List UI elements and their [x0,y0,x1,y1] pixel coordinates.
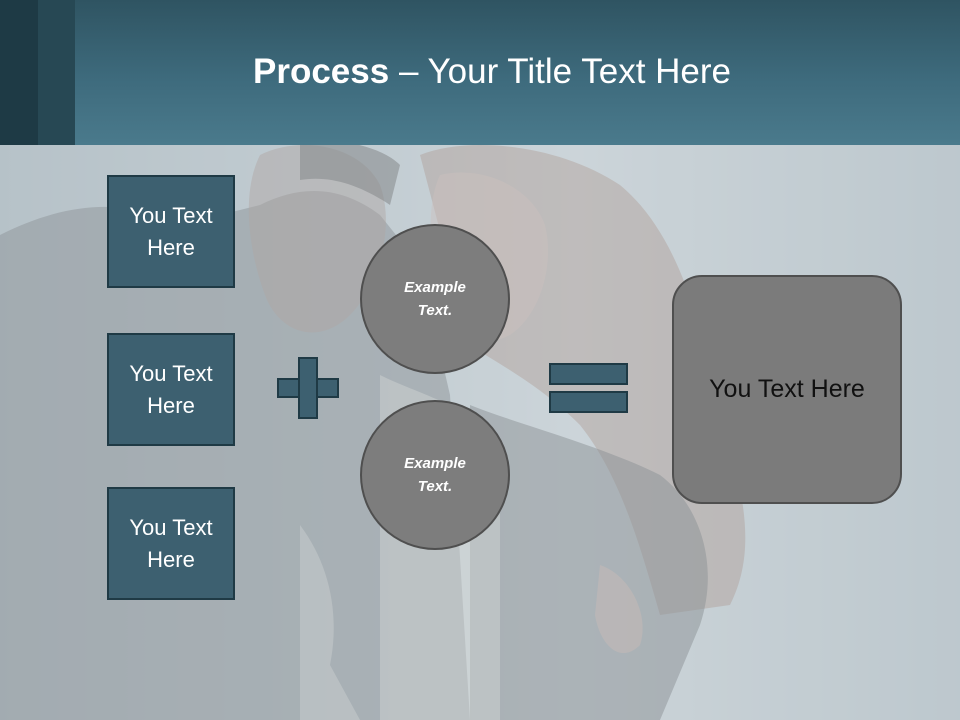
title-bar: Process – Your Title Text Here [0,0,960,145]
slide-title: Process – Your Title Text Here [0,52,960,92]
example-circle-2-label: Example Text. [404,455,466,495]
example-circle-2[interactable]: Example Text. [360,400,510,550]
text-box-2[interactable]: You Text Here [107,333,235,446]
slide-title-bold: Process [253,52,390,91]
result-box-label: You Text Here [709,375,865,403]
text-box-1-label: You Text Here [129,202,213,260]
slide-title-rest: – Your Title Text Here [389,52,731,91]
text-box-3-label: You Text Here [129,514,213,572]
plus-icon [277,357,339,419]
example-circle-1-label: Example Text. [404,279,466,319]
example-circle-1[interactable]: Example Text. [360,224,510,374]
title-accent-strip [38,0,75,145]
title-accent-strip-dark [0,0,38,145]
equals-icon-top-bar [549,363,628,385]
text-box-3[interactable]: You Text Here [107,487,235,600]
text-box-2-label: You Text Here [129,360,213,418]
result-box[interactable]: You Text Here [672,275,902,504]
text-box-1[interactable]: You Text Here [107,175,235,288]
equals-icon-bottom-bar [549,391,628,413]
plus-center [300,380,316,396]
